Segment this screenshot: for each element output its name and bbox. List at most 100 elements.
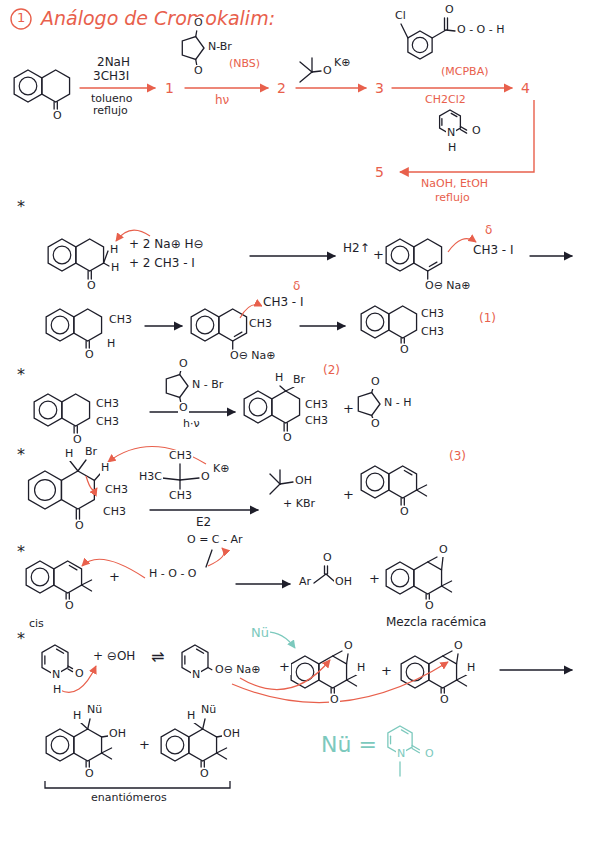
bond-line xyxy=(457,654,458,664)
chem-label: H3C xyxy=(138,471,163,484)
chem-label: + xyxy=(278,660,291,675)
chem-label: E2 xyxy=(195,516,212,530)
chem-label: * xyxy=(16,630,26,648)
chem-label: Nü xyxy=(200,704,217,717)
chem-label: Ar xyxy=(298,576,312,589)
bond-line xyxy=(197,649,204,653)
aromatic-circle xyxy=(35,480,56,501)
ring xyxy=(34,394,62,426)
ring xyxy=(54,561,82,593)
chem-label: + xyxy=(342,488,355,503)
bond-line xyxy=(102,748,112,753)
chem-label: O - O - H xyxy=(456,24,506,37)
bond-line xyxy=(447,18,448,30)
chem-label: + xyxy=(368,572,381,587)
bond-line xyxy=(68,669,73,672)
chem-label: (MCPBA) xyxy=(440,66,489,79)
chem-label: CH3 xyxy=(168,490,193,503)
reaction-arrow xyxy=(145,325,182,326)
bond-line xyxy=(441,119,442,126)
bond-line xyxy=(184,656,185,664)
reaction-arrow xyxy=(500,669,572,670)
chem-label: CH3 xyxy=(248,318,273,331)
bond-line xyxy=(180,371,181,375)
aromatic-circle xyxy=(53,246,71,264)
bond-line xyxy=(372,389,373,393)
bond-line xyxy=(104,251,108,263)
reaction-arrow xyxy=(185,87,268,88)
aromatic-circle xyxy=(412,37,427,52)
reaction-arrow xyxy=(80,87,155,88)
aromatic-circle xyxy=(406,663,424,681)
ring xyxy=(386,239,414,271)
bond-line xyxy=(404,470,412,474)
ring xyxy=(191,309,219,341)
ring xyxy=(42,70,70,102)
chem-label: O xyxy=(74,668,85,681)
electron-arrow xyxy=(86,476,97,490)
chem-label: Br xyxy=(292,374,306,387)
chem-label: + xyxy=(138,738,151,753)
chem-label: O xyxy=(178,402,189,415)
bond-line xyxy=(270,474,280,484)
chem-label: H xyxy=(274,372,284,385)
chem-label: CH3 xyxy=(304,399,329,412)
chem-label: O xyxy=(399,506,410,519)
chem-label: 5 xyxy=(374,164,385,180)
bond-line xyxy=(82,585,92,591)
bond-line xyxy=(404,498,405,505)
bond-line xyxy=(91,271,92,279)
aromatic-circle xyxy=(166,736,184,754)
chem-label: H xyxy=(72,710,82,723)
chem-label: CH3 xyxy=(104,484,129,497)
chem-label: O xyxy=(453,640,464,653)
chem-label: H xyxy=(356,662,366,675)
chem-label: H - O - O xyxy=(148,568,198,581)
chem-label: 3CH3I xyxy=(92,70,130,84)
chem-label: reflujo xyxy=(434,192,471,205)
electron-arrow xyxy=(60,666,96,692)
number-circle xyxy=(11,9,31,29)
chem-label: * xyxy=(16,198,26,216)
bond-line xyxy=(300,72,312,82)
chem-label: (2) xyxy=(322,364,341,378)
bond-line xyxy=(314,574,326,583)
ring xyxy=(48,239,76,271)
ring xyxy=(401,656,429,688)
bracket xyxy=(45,781,230,788)
ring xyxy=(61,471,94,509)
electron-arrow xyxy=(108,446,206,464)
bond-line xyxy=(442,581,452,586)
aromatic-circle xyxy=(391,246,409,264)
chem-label: CH2Cl2 xyxy=(424,94,467,107)
chem-label: CH3 xyxy=(420,308,445,321)
bond-line xyxy=(412,749,419,753)
bond-line xyxy=(326,574,334,581)
bond-line xyxy=(77,426,78,433)
bond-line xyxy=(179,480,180,489)
chem-label: Mezcla racémica xyxy=(385,616,487,630)
bond-line xyxy=(327,566,328,574)
bond-line xyxy=(179,464,180,480)
ring xyxy=(244,391,272,423)
chem-label: 2 xyxy=(276,80,287,96)
reaction-arrow xyxy=(296,87,366,88)
bond-line xyxy=(300,62,312,72)
chem-label: (3) xyxy=(448,450,467,464)
chem-label: CH3 xyxy=(95,416,120,429)
bond-line xyxy=(88,719,90,729)
bond-line xyxy=(53,102,54,109)
bond-line xyxy=(417,490,427,496)
chem-label: O xyxy=(84,768,95,781)
bond-line xyxy=(460,130,466,134)
reaction-arrow xyxy=(150,509,258,510)
bond-line xyxy=(432,30,446,38)
ring xyxy=(408,31,432,59)
chem-label: CH3 xyxy=(102,506,127,519)
electron-arrow xyxy=(232,662,448,703)
chem-label: N xyxy=(396,748,406,761)
chem-label: O xyxy=(439,694,450,707)
bond-line xyxy=(443,651,452,656)
bond-line xyxy=(208,668,212,670)
chem-label: K⊕ xyxy=(212,463,230,476)
